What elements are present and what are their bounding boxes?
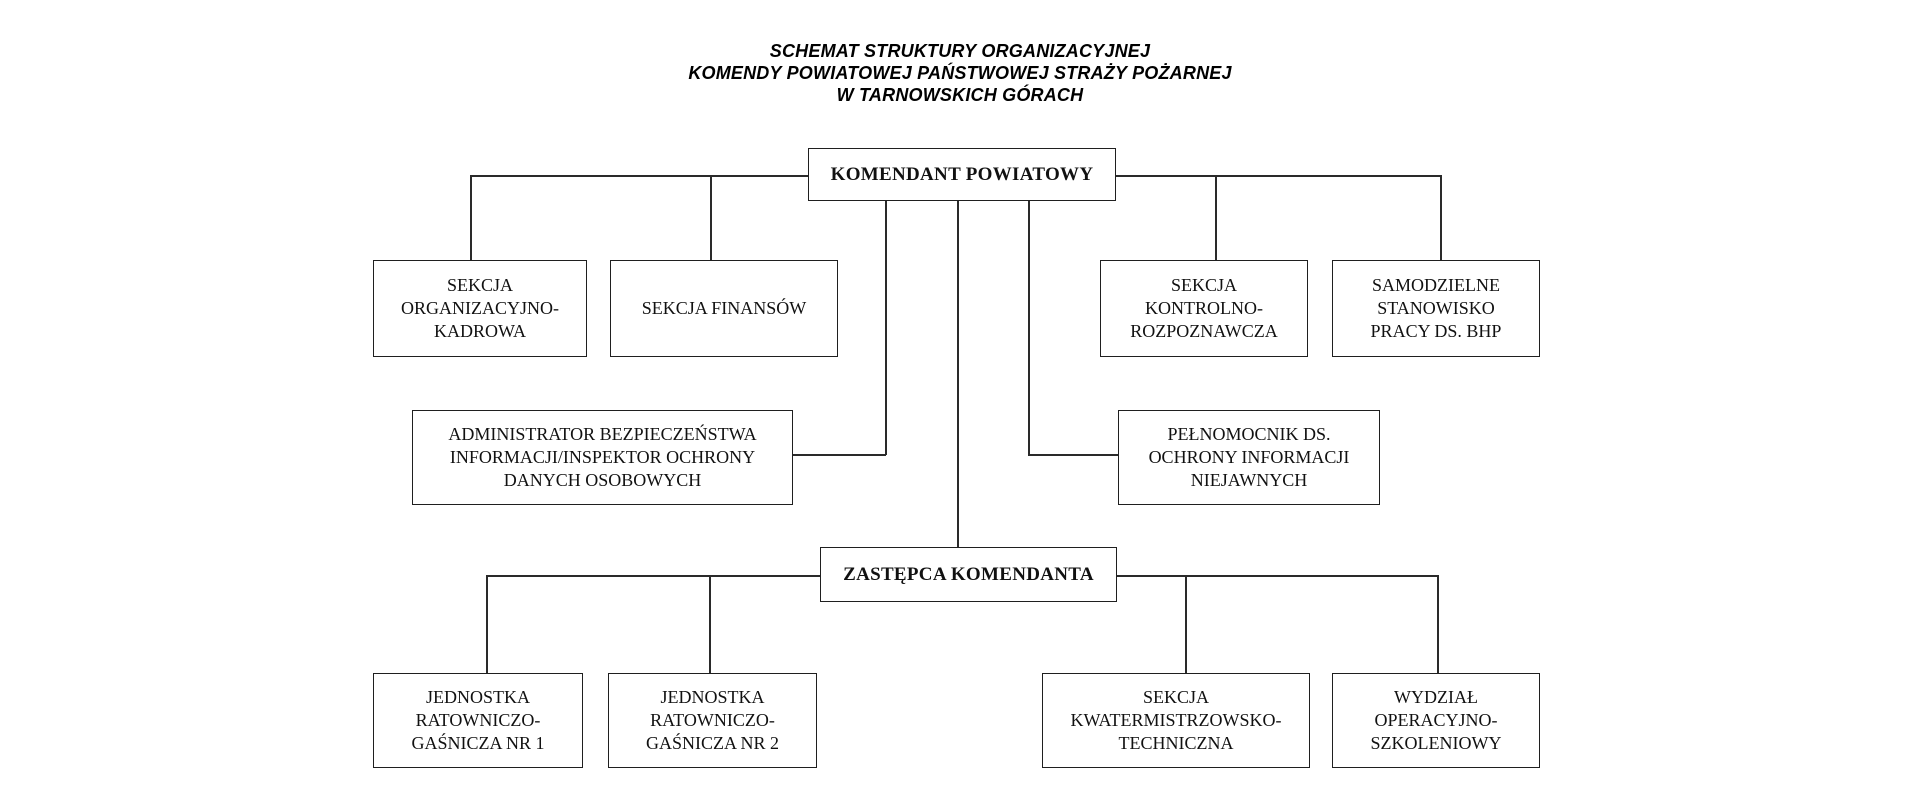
connector-zastepca-left-horizontal: [486, 575, 822, 577]
connector-drop-administrator: [885, 200, 887, 455]
org-node-label: WYDZIAŁ OPERACYJNO- SZKOLENIOWY: [1370, 687, 1502, 753]
org-node-sekcja-finansow: SEKCJA FINANSÓW: [610, 260, 838, 357]
connector-komendant-left-horizontal: [470, 175, 810, 177]
connector-zastepca-right-horizontal: [1113, 575, 1438, 577]
org-node-label: JEDNOSTKA RATOWNICZO- GAŚNICZA NR 2: [645, 687, 779, 753]
org-node-sekcja-organizacyjno-kadrowa: SEKCJA ORGANIZACYJNO- KADROWA: [373, 260, 587, 357]
org-node-samodzielne-stanowisko-bhp: SAMODZIELNE STANOWISKO PRACY DS. BHP: [1332, 260, 1540, 357]
org-node-jednostka-ratowniczo-gasnicza-2: JEDNOSTKA RATOWNICZO- GAŚNICZA NR 2: [608, 673, 817, 768]
org-node-jednostka-ratowniczo-gasnicza-1: JEDNOSTKA RATOWNICZO- GAŚNICZA NR 1: [373, 673, 583, 768]
connector-drop-sekcja-org: [470, 175, 472, 261]
org-node-label: SEKCJA ORGANIZACYJNO- KADROWA: [401, 275, 559, 341]
diagram-title: SCHEMAT STRUKTURY ORGANIZACYJNEJ KOMENDY…: [688, 41, 1232, 105]
org-node-komendant-powiatowy: KOMENDANT POWIATOWY: [808, 148, 1116, 201]
org-node-label: ZASTĘPCA KOMENDANTA: [843, 564, 1094, 585]
org-node-label: PEŁNOMOCNIK DS. OCHRONY INFORMACJI NIEJA…: [1148, 424, 1350, 490]
connector-drop-jrg1: [486, 575, 488, 674]
connector-drop-pelnomocnik: [1028, 200, 1030, 455]
connector-drop-samodzielne-bhp: [1440, 175, 1442, 261]
org-node-label: SEKCJA FINANSÓW: [641, 298, 807, 318]
org-node-pelnomocnik-informacji-niejawnych: PEŁNOMOCNIK DS. OCHRONY INFORMACJI NIEJA…: [1118, 410, 1380, 505]
org-node-administrator-bezpieczenstwa: ADMINISTRATOR BEZPIECZEŃSTWA INFORMACJI/…: [412, 410, 793, 505]
org-node-label: SEKCJA KWATERMISTRZOWSKO- TECHNICZNA: [1070, 687, 1282, 753]
connector-drop-sekcja-fin: [710, 175, 712, 261]
org-node-label: JEDNOSTKA RATOWNICZO- GAŚNICZA NR 1: [411, 687, 545, 753]
connector-komendant-right-horizontal: [1114, 175, 1441, 177]
connector-drop-wydzial: [1437, 575, 1439, 674]
org-node-label: SEKCJA KONTROLNO- ROZPOZNAWCZA: [1130, 275, 1278, 341]
connector-drop-sekcja-kontrolno: [1215, 175, 1217, 261]
org-node-label: ADMINISTRATOR BEZPIECZEŃSTWA INFORMACJI/…: [448, 424, 757, 490]
connector-drop-zastepca: [957, 200, 959, 548]
connector-administrator-horizontal: [792, 454, 886, 456]
connector-pelnomocnik-horizontal: [1028, 454, 1119, 456]
org-node-label: KOMENDANT POWIATOWY: [830, 164, 1094, 185]
org-node-zastepca-komendanta: ZASTĘPCA KOMENDANTA: [820, 547, 1117, 602]
connector-drop-jrg2: [709, 575, 711, 674]
org-node-label: SAMODZIELNE STANOWISKO PRACY DS. BHP: [1370, 275, 1502, 341]
org-node-sekcja-kwatermistrzowsko-techniczna: SEKCJA KWATERMISTRZOWSKO- TECHNICZNA: [1042, 673, 1310, 768]
connector-drop-kwatermistrzowska: [1185, 575, 1187, 674]
org-node-wydzial-operacyjno-szkoleniowy: WYDZIAŁ OPERACYJNO- SZKOLENIOWY: [1332, 673, 1540, 768]
org-node-sekcja-kontrolno-rozpoznawcza: SEKCJA KONTROLNO- ROZPOZNAWCZA: [1100, 260, 1308, 357]
